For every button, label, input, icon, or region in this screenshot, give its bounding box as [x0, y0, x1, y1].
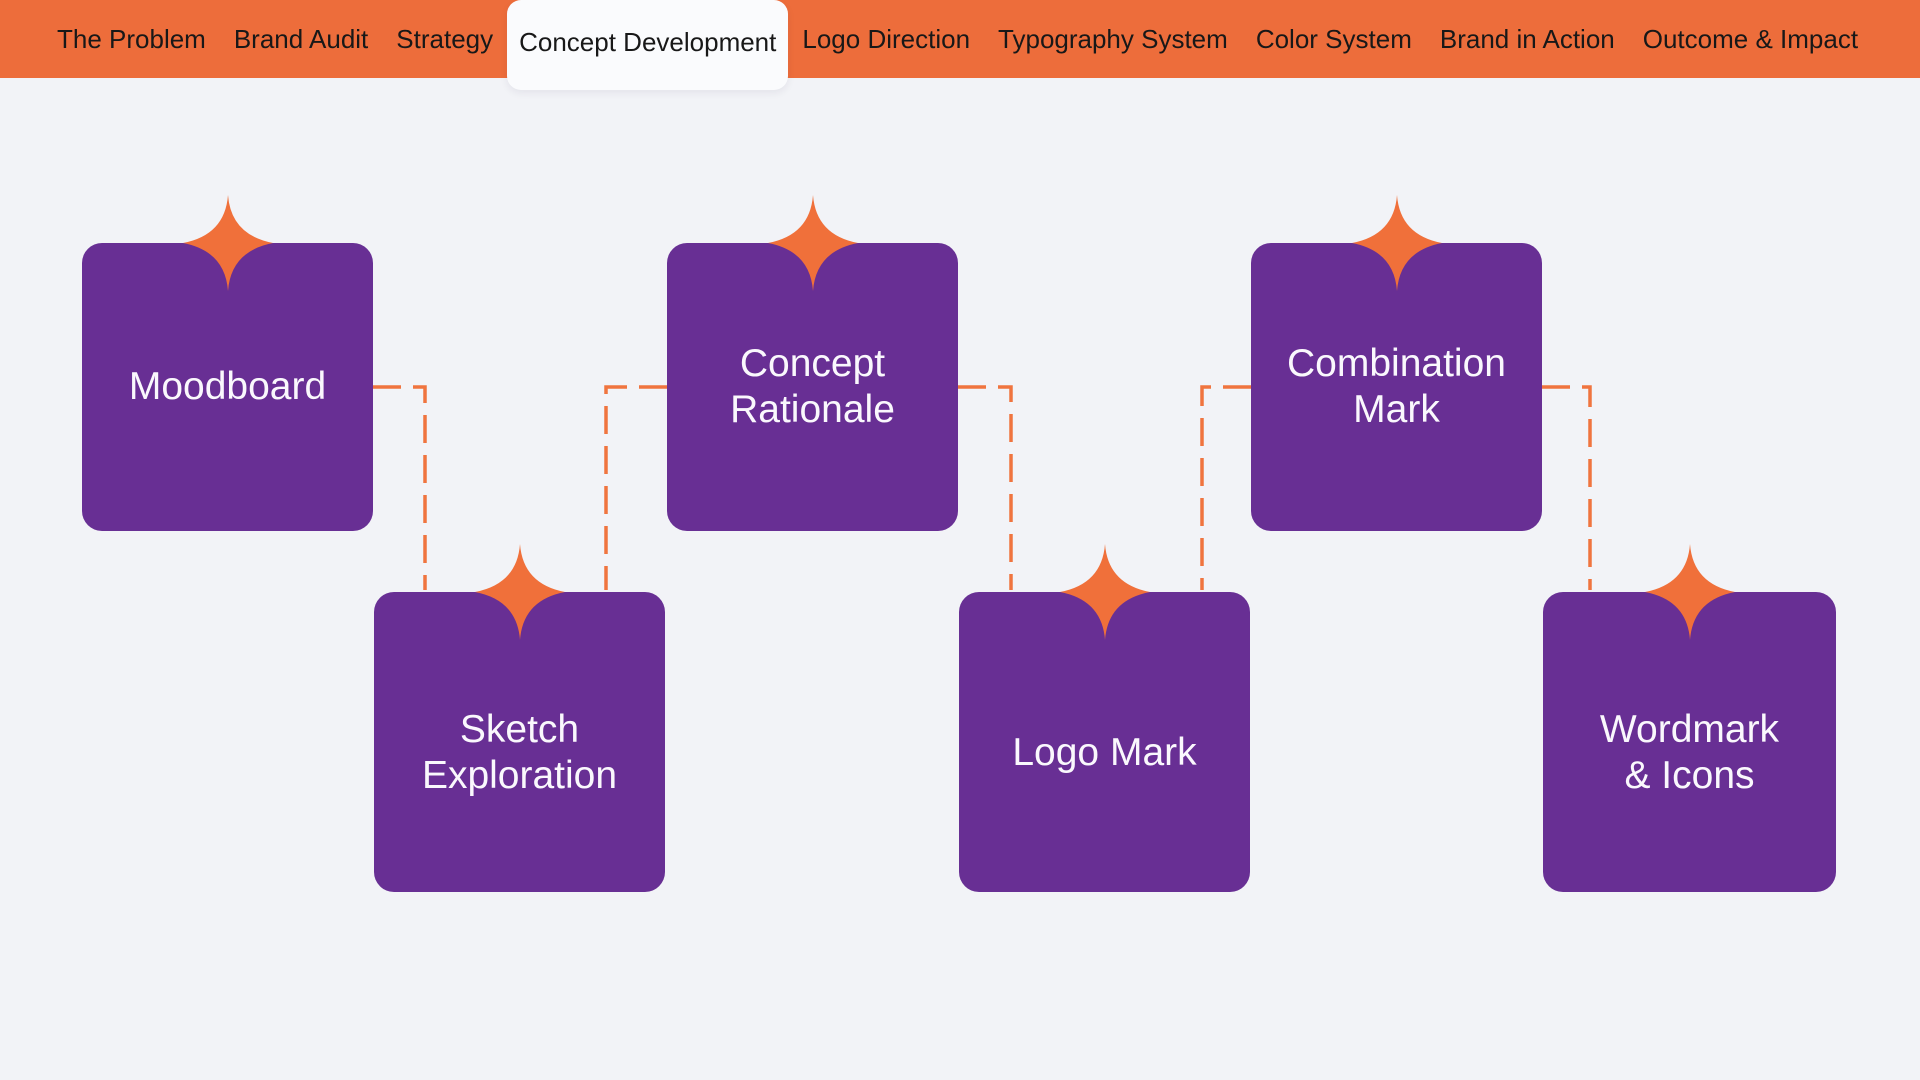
card-title-line: Moodboard — [128, 365, 327, 408]
card-title-line: Rationale — [730, 388, 895, 431]
card-wordmark-icons: Wordmark& Icons — [1543, 544, 1836, 892]
nav-tab-color-system[interactable]: Color System — [1242, 0, 1426, 78]
card-logo-mark: Logo Mark — [959, 544, 1250, 892]
nav-tab-label: Typography System — [998, 23, 1228, 54]
card-title-line: Sketch — [459, 707, 580, 751]
dashed-connector-line — [958, 385, 1013, 590]
nav-tab-label: Outcome & Impact — [1642, 23, 1859, 54]
card-title-line: Logo Mark — [1012, 730, 1197, 774]
nav-tab-the-problem[interactable]: The Problem — [43, 0, 220, 78]
card-title-line: Exploration — [421, 753, 618, 797]
card-title: Moodboard — [129, 364, 326, 410]
nav-tab-brand-audit[interactable]: Brand Audit — [220, 0, 382, 78]
dashed-connector-line — [1200, 385, 1251, 590]
nav-tab-label: Logo Direction — [802, 23, 971, 54]
nav-tab-label: Concept Development — [519, 26, 777, 57]
card-moodboard: Moodboard — [82, 195, 373, 531]
sparkle-icon — [1644, 544, 1735, 640]
dashed-connector-line — [604, 385, 667, 590]
sparkle-icon — [474, 544, 565, 640]
nav-tab-strategy[interactable]: Strategy — [382, 0, 507, 78]
sparkle-icon — [182, 195, 273, 291]
nav-tab-label: Strategy — [396, 23, 494, 54]
card-title: Logo Mark — [1012, 709, 1196, 776]
nav-tab-label: Brand in Action — [1439, 23, 1615, 54]
card-title-line: Combination — [1287, 342, 1506, 385]
sparkle-icon — [1059, 544, 1150, 640]
nav-tab-label: The Problem — [57, 23, 206, 54]
card-title-line: Mark — [1353, 388, 1440, 431]
card-title-line: & Icons — [1624, 753, 1755, 797]
sparkle-icon — [1351, 195, 1442, 291]
nav-tab-concept-development[interactable]: Concept Development — [507, 0, 789, 90]
card-title-line: Concept — [739, 342, 886, 385]
nav-tab-label: Brand Audit — [233, 23, 369, 54]
nav-tab-brand-in-action[interactable]: Brand in Action — [1426, 0, 1629, 78]
nav-tab-logo-direction[interactable]: Logo Direction — [788, 0, 984, 78]
sparkle-icon — [767, 195, 858, 291]
nav-tab-label: Color System — [1255, 23, 1412, 54]
card-title: Wordmark& Icons — [1600, 686, 1779, 799]
card-title-line: Wordmark — [1599, 707, 1780, 751]
nav-tab-typography-system[interactable]: Typography System — [984, 0, 1242, 78]
dashed-connector-line — [373, 385, 427, 590]
nav-tab-outcome-impact[interactable]: Outcome & Impact — [1629, 0, 1872, 78]
dashed-connector-line — [1542, 385, 1592, 590]
section-nav-bar: The Problem Brand Audit Strategy Concept De… — [0, 0, 1920, 90]
